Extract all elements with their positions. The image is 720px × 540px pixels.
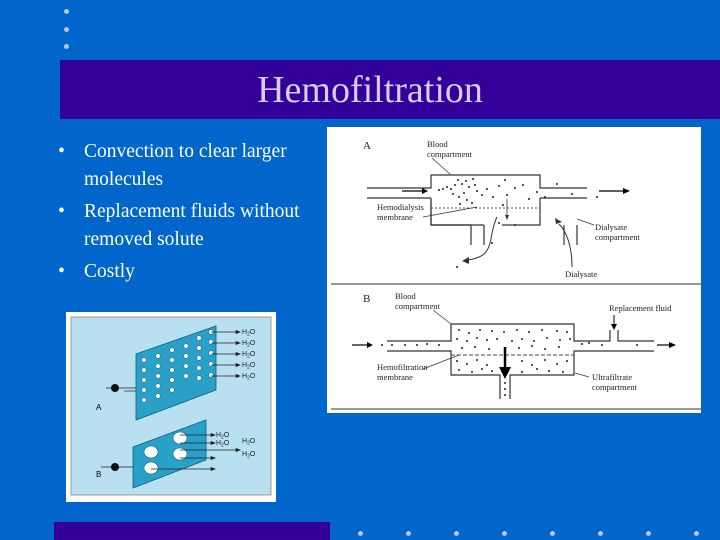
label-blood-compartment-b: Blood [395, 291, 417, 301]
label-hemofiltration-membrane: Hemofiltration [377, 362, 428, 372]
bullet-list: Convection to clear larger molecules Rep… [58, 138, 323, 290]
bullet-item: Replacement fluids without removed solut… [58, 198, 323, 254]
footer-bar [54, 522, 330, 540]
title-bar: Hemofiltration [60, 60, 720, 119]
label-blood-compartment-a-2: compartment [427, 149, 472, 159]
svg-text:H2O: H2O [242, 451, 256, 460]
bullet-item: Convection to clear larger molecules [58, 138, 323, 194]
dialysis-hemofiltration-diagram: A Blood compartment Hemodialysis membran… [327, 127, 701, 413]
decor-dot [598, 531, 603, 536]
panel-a-label: A [363, 140, 371, 152]
label-blood-compartment-b-2: compartment [395, 301, 440, 311]
label-dialysate-compartment-2: compartment [595, 232, 640, 242]
decor-dot [550, 531, 555, 536]
decor-dot [454, 531, 459, 536]
decor-dot [646, 531, 651, 536]
slide-title: Hemofiltration [60, 68, 720, 112]
svg-text:H2O: H2O [242, 351, 256, 360]
label-replacement-fluid: Replacement fluid [609, 303, 672, 313]
decor-dot [406, 531, 411, 536]
panel-b-label-left: B [96, 470, 101, 479]
svg-text:H2O: H2O [242, 438, 256, 447]
label-hemodialysis-membrane: Hemodialysis [377, 202, 424, 212]
label-dialysate: Dialysate [565, 269, 597, 279]
panel-b-label: B [363, 293, 370, 305]
label-dialysate-compartment: Dialysate [595, 222, 627, 232]
bullet-item: Costly [58, 258, 323, 286]
svg-text:H2O: H2O [242, 373, 256, 382]
svg-text:H2O: H2O [216, 440, 230, 449]
decor-dot [64, 27, 69, 32]
slide-title-text: Hemofiltration [257, 69, 483, 111]
svg-text:H2O: H2O [242, 329, 256, 338]
decor-dot [694, 531, 699, 536]
svg-text:H2O: H2O [242, 362, 256, 371]
label-ultrafiltrate-compartment: Ultrafiltrate [592, 372, 632, 382]
label-ultrafiltrate-compartment-2: compartment [592, 382, 637, 392]
decor-dot [502, 531, 507, 536]
decor-dot [64, 9, 69, 14]
membrane-pore-diagram: H2O H2O H2O H2O H2O A H2O H2O H2O [66, 312, 276, 502]
decor-dot [64, 44, 69, 49]
label-hemodialysis-membrane-2: membrane [377, 212, 413, 222]
svg-text:H2O: H2O [242, 340, 256, 349]
svg-text:H2O: H2O [216, 432, 230, 441]
label-hemofiltration-membrane-2: membrane [377, 372, 413, 382]
panel-a-label-left: A [96, 403, 102, 412]
decor-dot [358, 531, 363, 536]
label-blood-compartment-a: Blood [427, 139, 449, 149]
